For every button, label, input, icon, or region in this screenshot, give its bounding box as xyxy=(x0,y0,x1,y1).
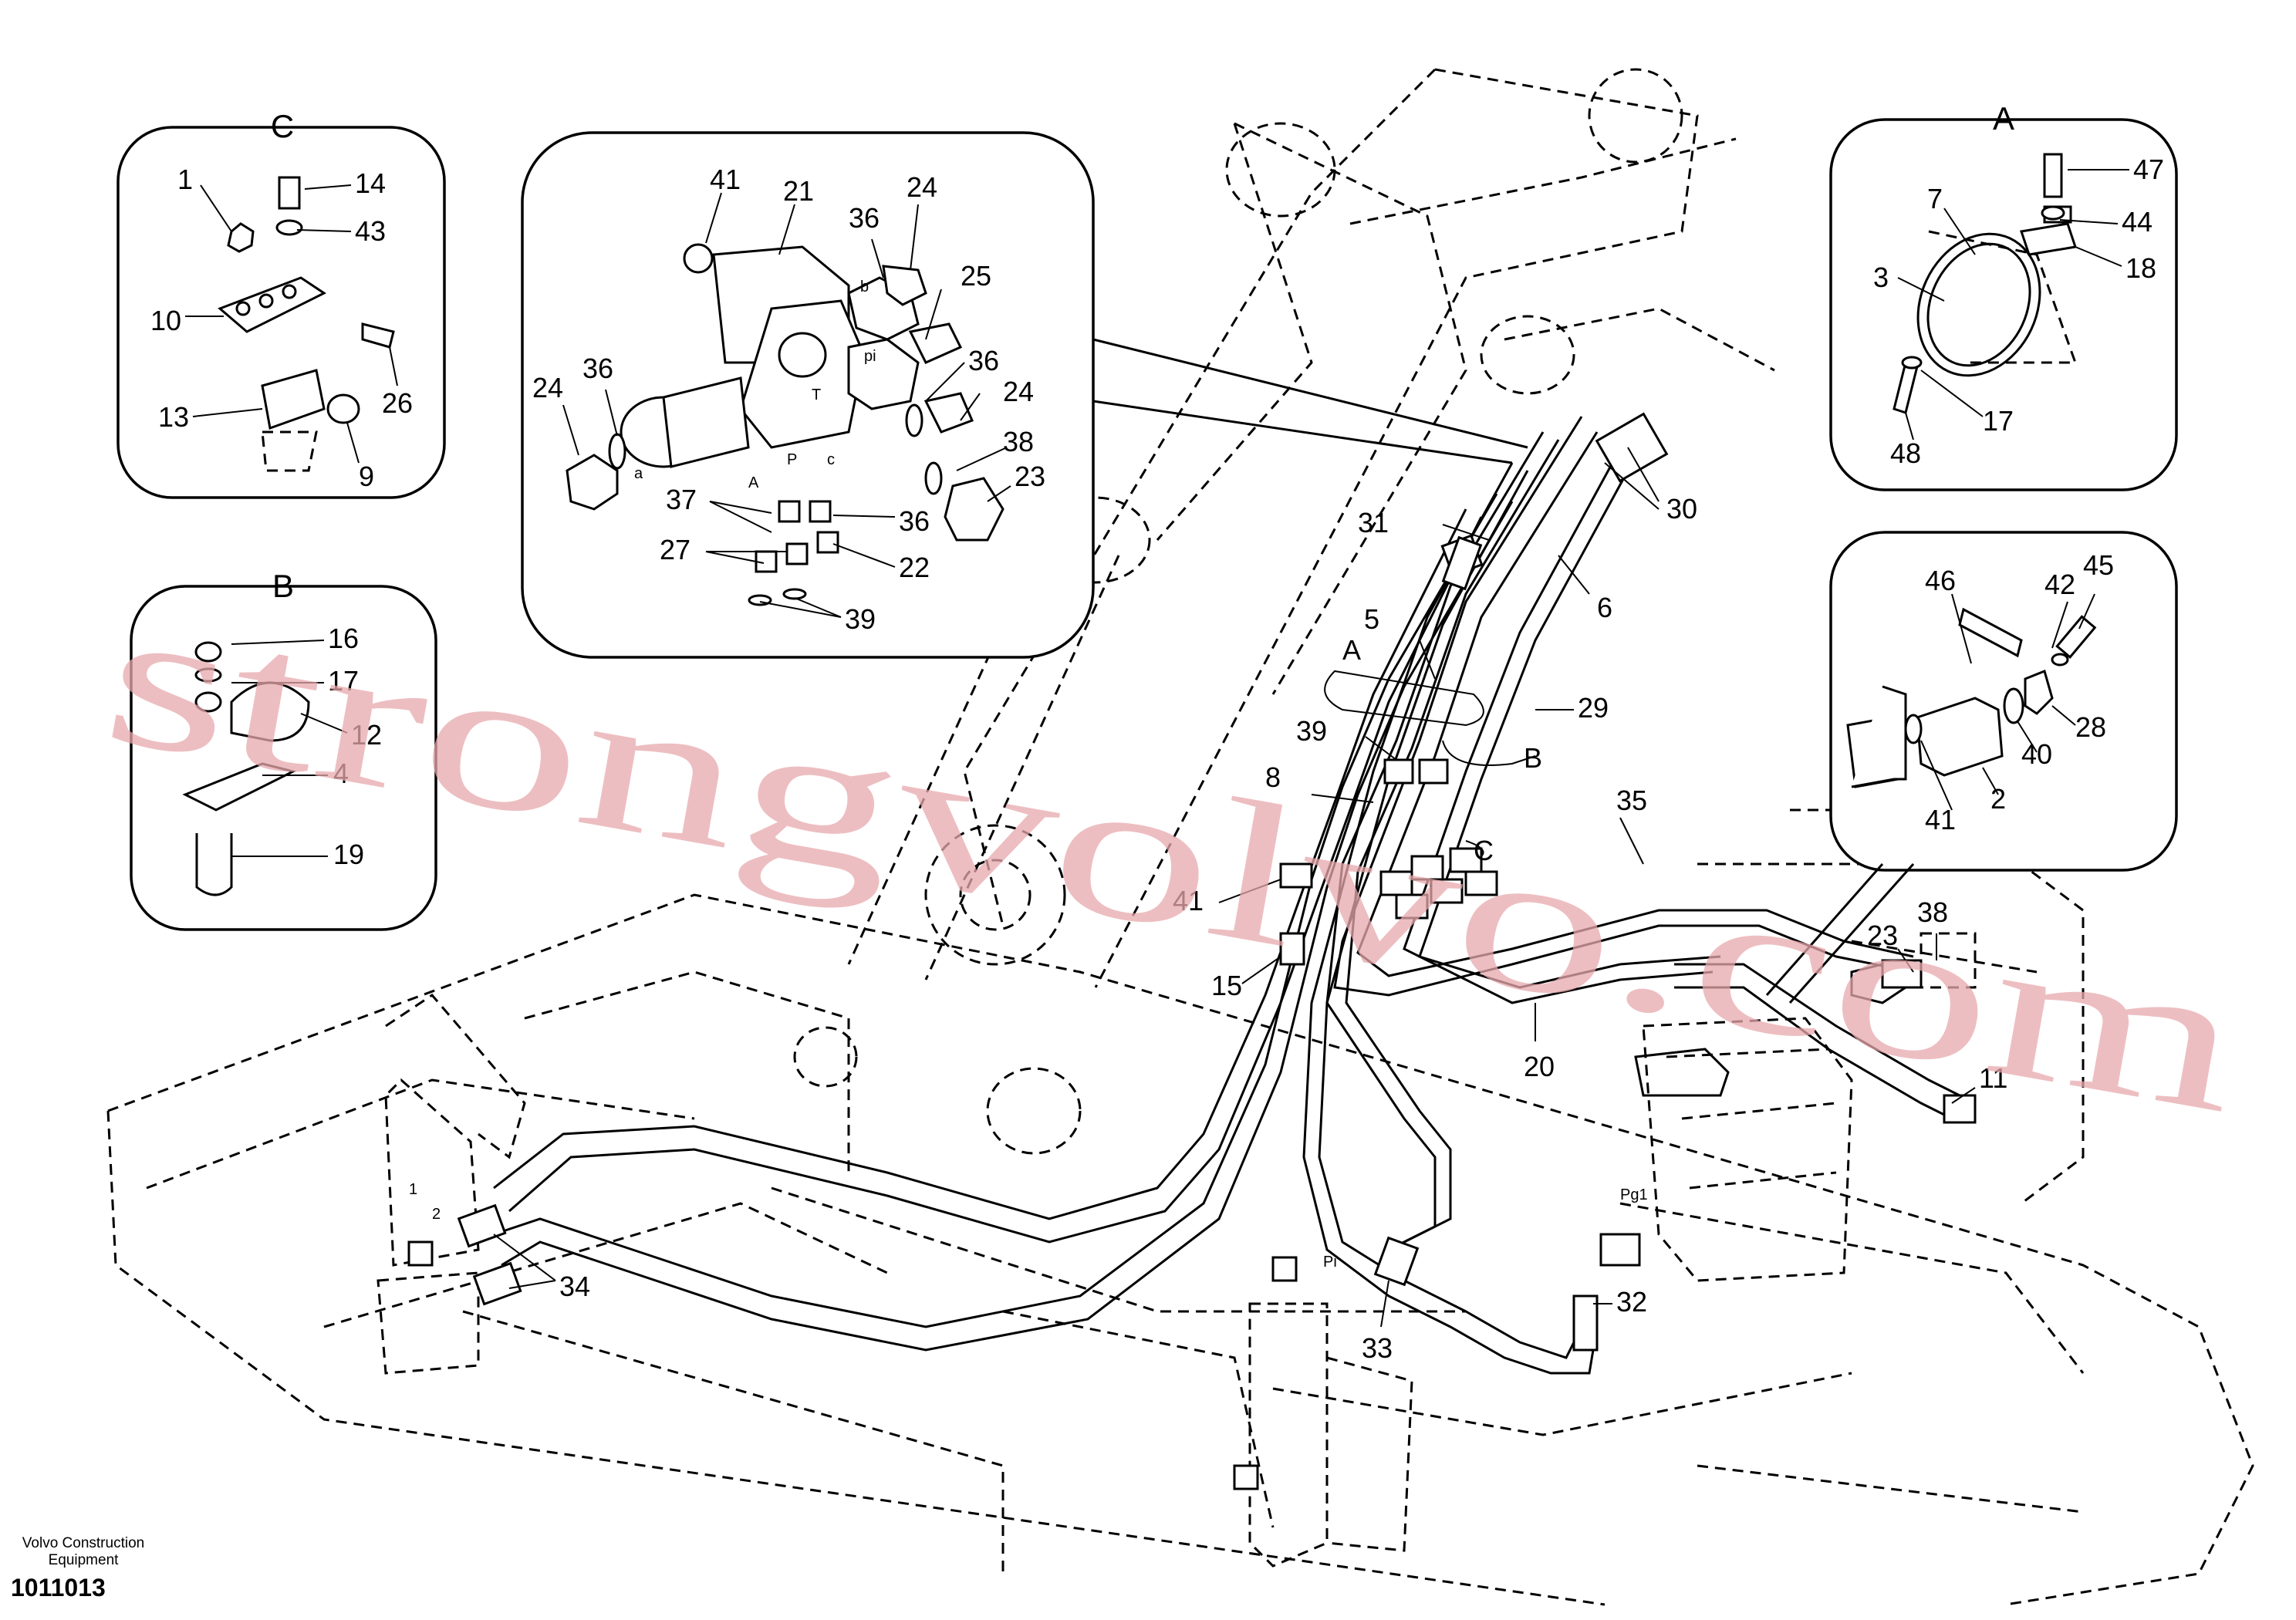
component-mark-2: 2 xyxy=(432,1206,441,1223)
main-label-30: 30 xyxy=(1666,493,1697,525)
valve-label-36-bottom: 36 xyxy=(899,505,930,537)
valve-label-24-top: 24 xyxy=(907,171,937,203)
panel-b-label-19: 19 xyxy=(333,839,364,870)
panel-d-label-45: 45 xyxy=(2083,549,2114,581)
valve-port-c: c xyxy=(827,451,835,468)
footer-company: Volvo Construction Equipment xyxy=(6,1535,160,1569)
main-label-31: 31 xyxy=(1358,507,1389,538)
main-callouts: 30 31 6 5 A 29 39 B 8 C 35 41 38 23 15 2… xyxy=(409,447,2007,1364)
panel-b-label-12: 12 xyxy=(351,719,382,751)
valve-label-41: 41 xyxy=(710,164,741,195)
panel-c-label-1: 1 xyxy=(177,164,193,195)
main-label-A: A xyxy=(1342,634,1361,666)
main-label-8: 8 xyxy=(1265,761,1281,793)
hose-lines xyxy=(493,416,1960,1375)
valve-label-25: 25 xyxy=(961,260,991,292)
valve-label-22: 22 xyxy=(899,552,930,583)
panel-a-label-17: 17 xyxy=(1983,405,2014,437)
component-mark-pg1: Pg1 xyxy=(1620,1186,1648,1203)
valve-label-37: 37 xyxy=(666,484,697,515)
panel-a-label-44: 44 xyxy=(2122,206,2152,238)
valve-label-36-top: 36 xyxy=(849,202,880,234)
valve-port-a-lower: a xyxy=(634,465,643,482)
main-label-23: 23 xyxy=(1867,920,1898,951)
panel-a-label-47: 47 xyxy=(2133,154,2164,185)
panel-b-title: B xyxy=(272,568,294,604)
panel-a-label-7: 7 xyxy=(1927,183,1943,214)
valve-port-p: P xyxy=(787,451,797,468)
panel-a-label-18: 18 xyxy=(2125,252,2156,284)
footer-company-line1: Volvo Construction xyxy=(22,1535,145,1551)
valve-label-24-mid: 24 xyxy=(1003,376,1034,407)
valve-port-b: b xyxy=(860,278,869,295)
valve-port-pi: pi xyxy=(864,348,876,365)
panel-c-label-9: 9 xyxy=(359,461,374,492)
panel-b-label-17: 17 xyxy=(328,665,359,697)
panel-c: C 1 14 43 10 26 13 9 xyxy=(116,108,446,499)
component-mark-1: 1 xyxy=(409,1181,417,1198)
panel-a-label-48: 48 xyxy=(1890,437,1921,469)
panel-c-label-26: 26 xyxy=(382,387,413,419)
panel-a-title: A xyxy=(1993,100,2014,137)
valve-label-27: 27 xyxy=(660,534,690,565)
fittings xyxy=(407,412,1977,1490)
valve-port-a: A xyxy=(748,474,759,491)
main-label-29: 29 xyxy=(1578,692,1609,724)
drawing-number: 1011013 xyxy=(11,1574,106,1601)
main-label-38: 38 xyxy=(1917,896,1948,928)
panel-b: B 16 17 12 4 19 xyxy=(130,568,437,931)
main-label-5: 5 xyxy=(1364,603,1379,635)
panel-c-label-43: 43 xyxy=(355,215,386,247)
panel-d-label-46: 46 xyxy=(1925,565,1956,596)
valve-label-24-left: 24 xyxy=(532,372,563,403)
panel-b-label-16: 16 xyxy=(328,623,359,654)
panel-b-label-4: 4 xyxy=(333,758,349,789)
panel-c-title: C xyxy=(271,108,294,144)
panel-d-label-28: 28 xyxy=(2075,711,2106,743)
valve-label-36-left: 36 xyxy=(582,353,613,384)
valve-label-39: 39 xyxy=(845,603,876,635)
main-label-32: 32 xyxy=(1616,1286,1647,1318)
panel-d-label-40: 40 xyxy=(2021,738,2052,770)
panel-c-label-14: 14 xyxy=(355,167,386,199)
main-label-20: 20 xyxy=(1524,1051,1555,1082)
main-label-6: 6 xyxy=(1597,592,1612,623)
panel-d-label-42: 42 xyxy=(2044,569,2075,600)
valve-port-t: T xyxy=(812,386,821,403)
panel-d-label-2: 2 xyxy=(1990,783,2006,815)
main-label-39: 39 xyxy=(1296,715,1327,747)
valve-label-21: 21 xyxy=(783,175,814,207)
main-label-B: B xyxy=(1524,742,1542,774)
component-mark-pi: Pi xyxy=(1323,1254,1337,1271)
panel-c-label-10: 10 xyxy=(150,305,181,336)
panel-c-label-13: 13 xyxy=(158,401,189,433)
main-label-33: 33 xyxy=(1362,1332,1393,1364)
panel-a-label-3: 3 xyxy=(1873,262,1889,293)
panel-valve: 41 21 36 24 25 36 24 36 24 38 23 37 36 2… xyxy=(521,131,1528,659)
panel-a: A 47 44 7 18 3 17 48 xyxy=(1829,100,2178,491)
main-label-34: 34 xyxy=(559,1271,590,1302)
main-label-11: 11 xyxy=(1979,1062,2007,1094)
footer-company-line2: Equipment xyxy=(48,1552,119,1568)
valve-label-23: 23 xyxy=(1015,461,1045,492)
main-label-C: C xyxy=(1474,835,1494,866)
main-label-41: 41 xyxy=(1173,885,1204,916)
panel-d: 46 42 45 28 40 2 41 xyxy=(1765,531,2178,1004)
main-label-15: 15 xyxy=(1211,970,1242,1001)
valve-label-36-mid: 36 xyxy=(968,345,999,376)
valve-label-38: 38 xyxy=(1003,426,1034,457)
panel-d-label-41: 41 xyxy=(1925,804,1956,835)
main-label-35: 35 xyxy=(1616,785,1647,816)
